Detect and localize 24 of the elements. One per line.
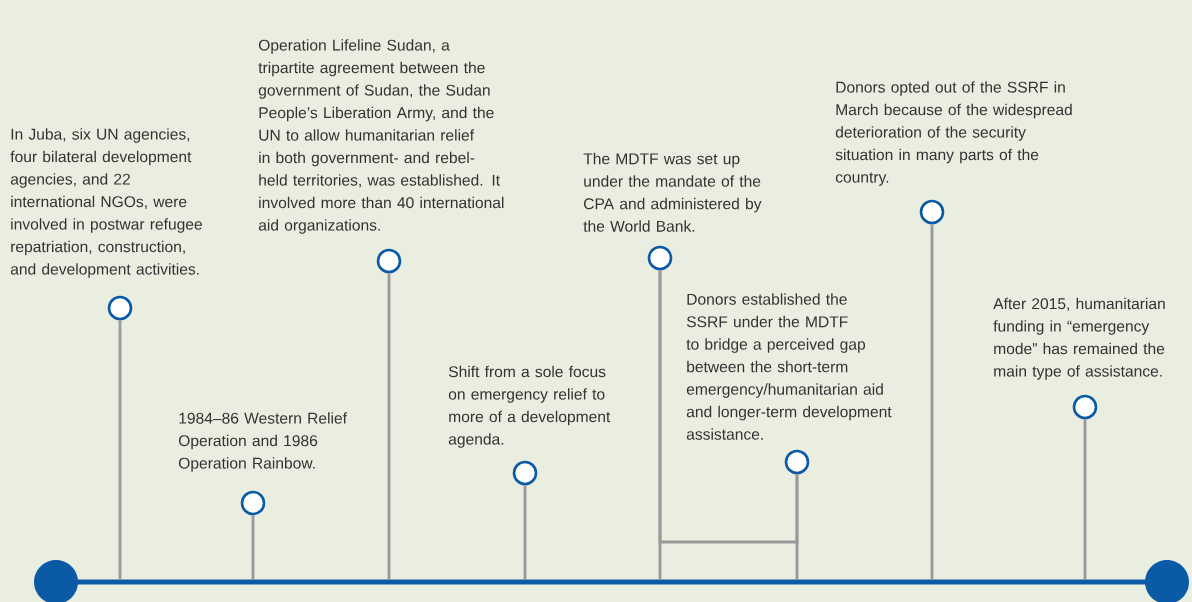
pin-circle — [240, 490, 266, 516]
connector-line — [118, 320, 122, 580]
connector-line — [930, 224, 934, 580]
pin-circle — [1072, 394, 1098, 420]
connector-line — [658, 270, 799, 544]
pin-circle — [512, 460, 538, 486]
pin-circle — [919, 199, 945, 225]
pin-circle — [107, 295, 133, 321]
event-text: Operation Lifeline Sudan, a tripartite agreement between the government of Sudan, the Sudan People’s Liberation Army, and the UN to allow humanitarian relief in both government- and rebel-held territories, was established. It involved more than 40 international aid organizations. — [258, 39, 504, 234]
event-text: Shift from a sole focus on emergency relief to more of a development agenda. — [448, 365, 611, 448]
event-text: The MDTF was set up under the mandate of the CPA and administered by the World Bank. — [583, 152, 762, 232]
event-text: Donors opted out of the SSRF in March because of the widespread deterioration of the security situation in many parts of the country. — [835, 81, 1072, 186]
event-text: 1984–86 Western Relief Operation and 1986 Operation Rainbow. — [178, 412, 347, 472]
pin-circle — [647, 245, 673, 271]
pin-circle — [784, 449, 810, 475]
connector-line — [523, 485, 527, 580]
connector-line — [1083, 419, 1087, 580]
event-text: In Juba, six UN agencies, four bilateral development agencies, and 22 international NGOs, were involved in postwar refugee repatriation, construction, and development activities. — [10, 128, 202, 278]
event-text: Donors established the SSRF under the MDTF to bridge a perceived gap between the short-term emergency/humanitarian aid and longer-term development assistance. — [686, 293, 892, 440]
timeline-bar — [34, 560, 1189, 602]
pin-circle — [376, 248, 402, 274]
connector-line — [251, 515, 255, 580]
connector-line — [387, 273, 391, 580]
event-text: After 2015, humanitarian funding in “emergency mode” has remained the main type of assistance. — [993, 297, 1165, 380]
